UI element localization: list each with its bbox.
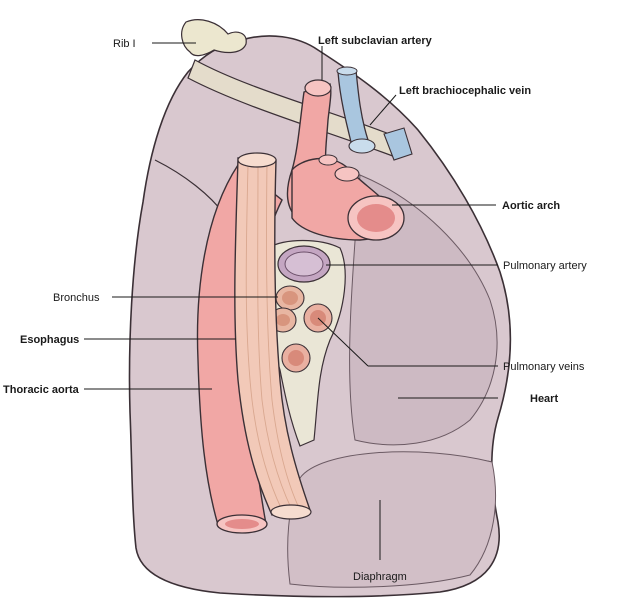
label-aortic-arch: Aortic arch — [502, 200, 560, 212]
aortic-branch-cut — [318, 154, 338, 166]
label-left-subclavian-artery: Left subclavian artery — [318, 35, 433, 47]
label-diaphragm: Diaphragm — [353, 571, 407, 583]
esophagus-top-cut — [237, 152, 277, 168]
thoracic-aorta-lumen — [225, 519, 259, 529]
esophagus-bottom-cut — [270, 504, 312, 520]
esophagus-texture — [245, 161, 301, 511]
rib-i-bone — [181, 19, 247, 57]
left-subclavian-artery-cut — [304, 79, 332, 97]
brachiocephalic-vein-branch — [383, 127, 413, 161]
label-thoracic-aorta: Thoracic aorta — [3, 384, 80, 396]
left-common-carotid-cut — [334, 166, 360, 182]
label-heart: Heart — [530, 393, 558, 405]
leader-lines — [84, 42, 498, 560]
label-esophagus: Esophagus — [20, 334, 79, 346]
aortic-arch-lumen — [357, 204, 395, 232]
label-pulmonary-artery: Pulmonary artery — [503, 260, 587, 272]
brachiocephalic-vein-top — [336, 66, 358, 76]
label-left-brachiocephalic-vein: Left brachiocephalic vein — [399, 85, 531, 97]
label-bronchus: Bronchus — [53, 292, 100, 304]
brachiocephalic-vein-cut — [348, 138, 376, 154]
label-rib-i: Rib I — [113, 38, 136, 50]
pulmonary-artery-lumen — [284, 251, 324, 277]
cardiac-impression — [349, 174, 498, 446]
diaphragm-surface — [287, 451, 496, 588]
label-pulmonary-veins: Pulmonary veins — [503, 361, 585, 373]
